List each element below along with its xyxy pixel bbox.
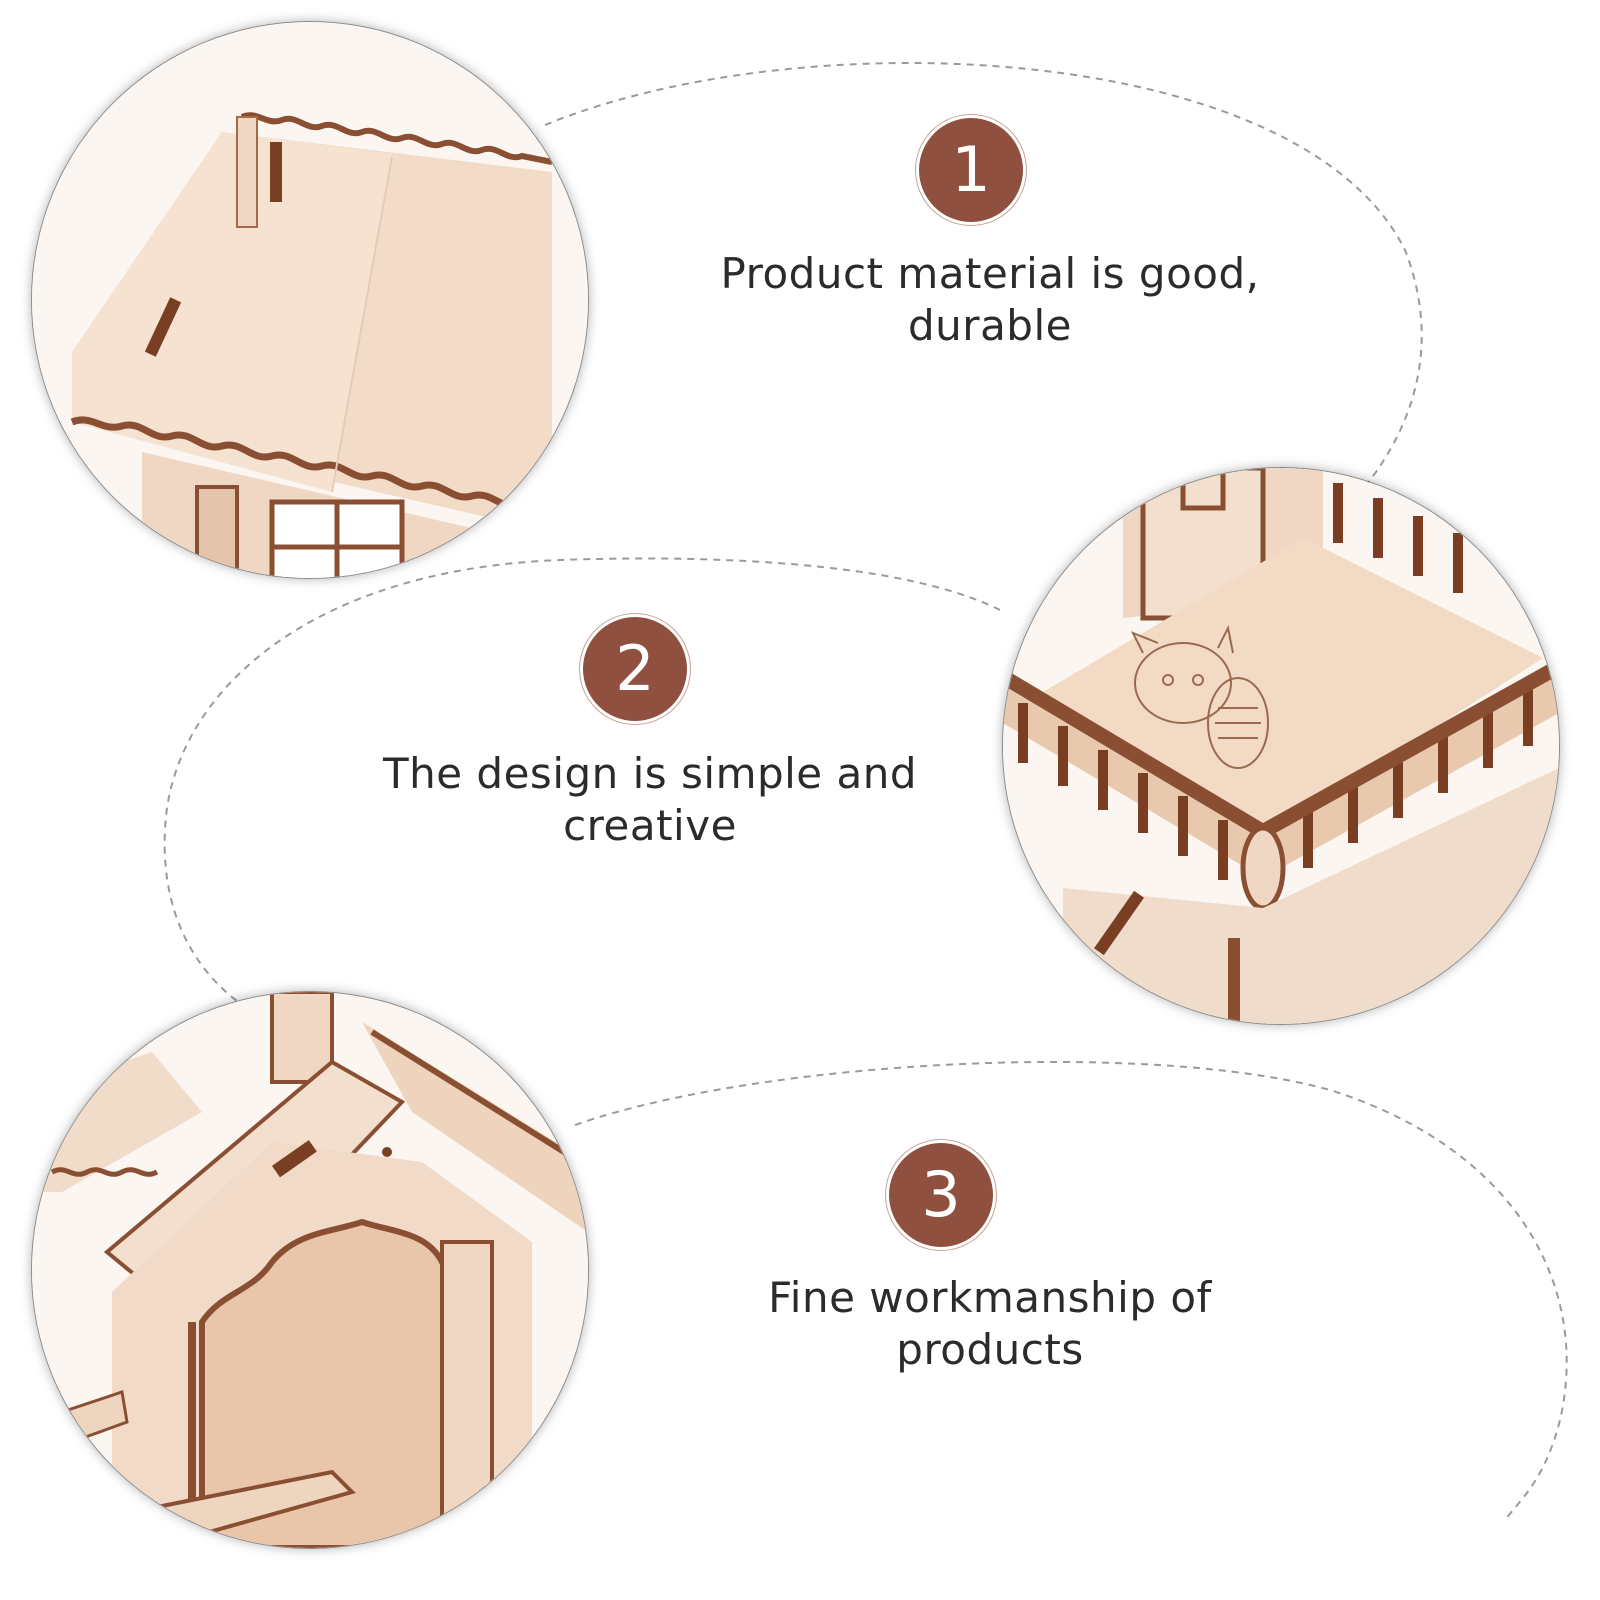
feature-2-line-2: creative (563, 801, 737, 850)
connector-1 (544, 62, 1423, 511)
roof-detail-photo (32, 22, 588, 578)
feature-1-line-2: durable (908, 301, 1072, 350)
roof-illustration (32, 22, 588, 578)
feature-1-line-1: Product material is good, (720, 249, 1260, 298)
left-railing-balusters (1018, 703, 1228, 880)
feature-1-number-badge: 1 (919, 118, 1023, 222)
connector-2 (163, 557, 1001, 1011)
feature-3-line-1: Fine workmanship of (768, 1273, 1212, 1322)
balcony-detail-photo (1003, 468, 1559, 1024)
feature-2-caption: The design is simple and creative (320, 748, 980, 852)
back-railing-balusters (1333, 483, 1463, 593)
feature-2-line-1: The design is simple and (382, 749, 918, 798)
feature-3-number-badge: 3 (889, 1143, 993, 1247)
balcony-illustration (1003, 468, 1559, 1024)
connector-3 (574, 1060, 1568, 1521)
feature-1-caption: Product material is good, durable (660, 248, 1320, 352)
doorway-detail-photo (32, 992, 588, 1548)
feature-3-caption: Fine workmanship of products (640, 1272, 1340, 1376)
feature-3-line-2: products (896, 1325, 1084, 1374)
hamster-engraving (1130, 624, 1269, 769)
doorway-illustration (32, 992, 588, 1548)
right-railing-balusters (1303, 686, 1533, 868)
feature-2-number-badge: 2 (583, 617, 687, 721)
